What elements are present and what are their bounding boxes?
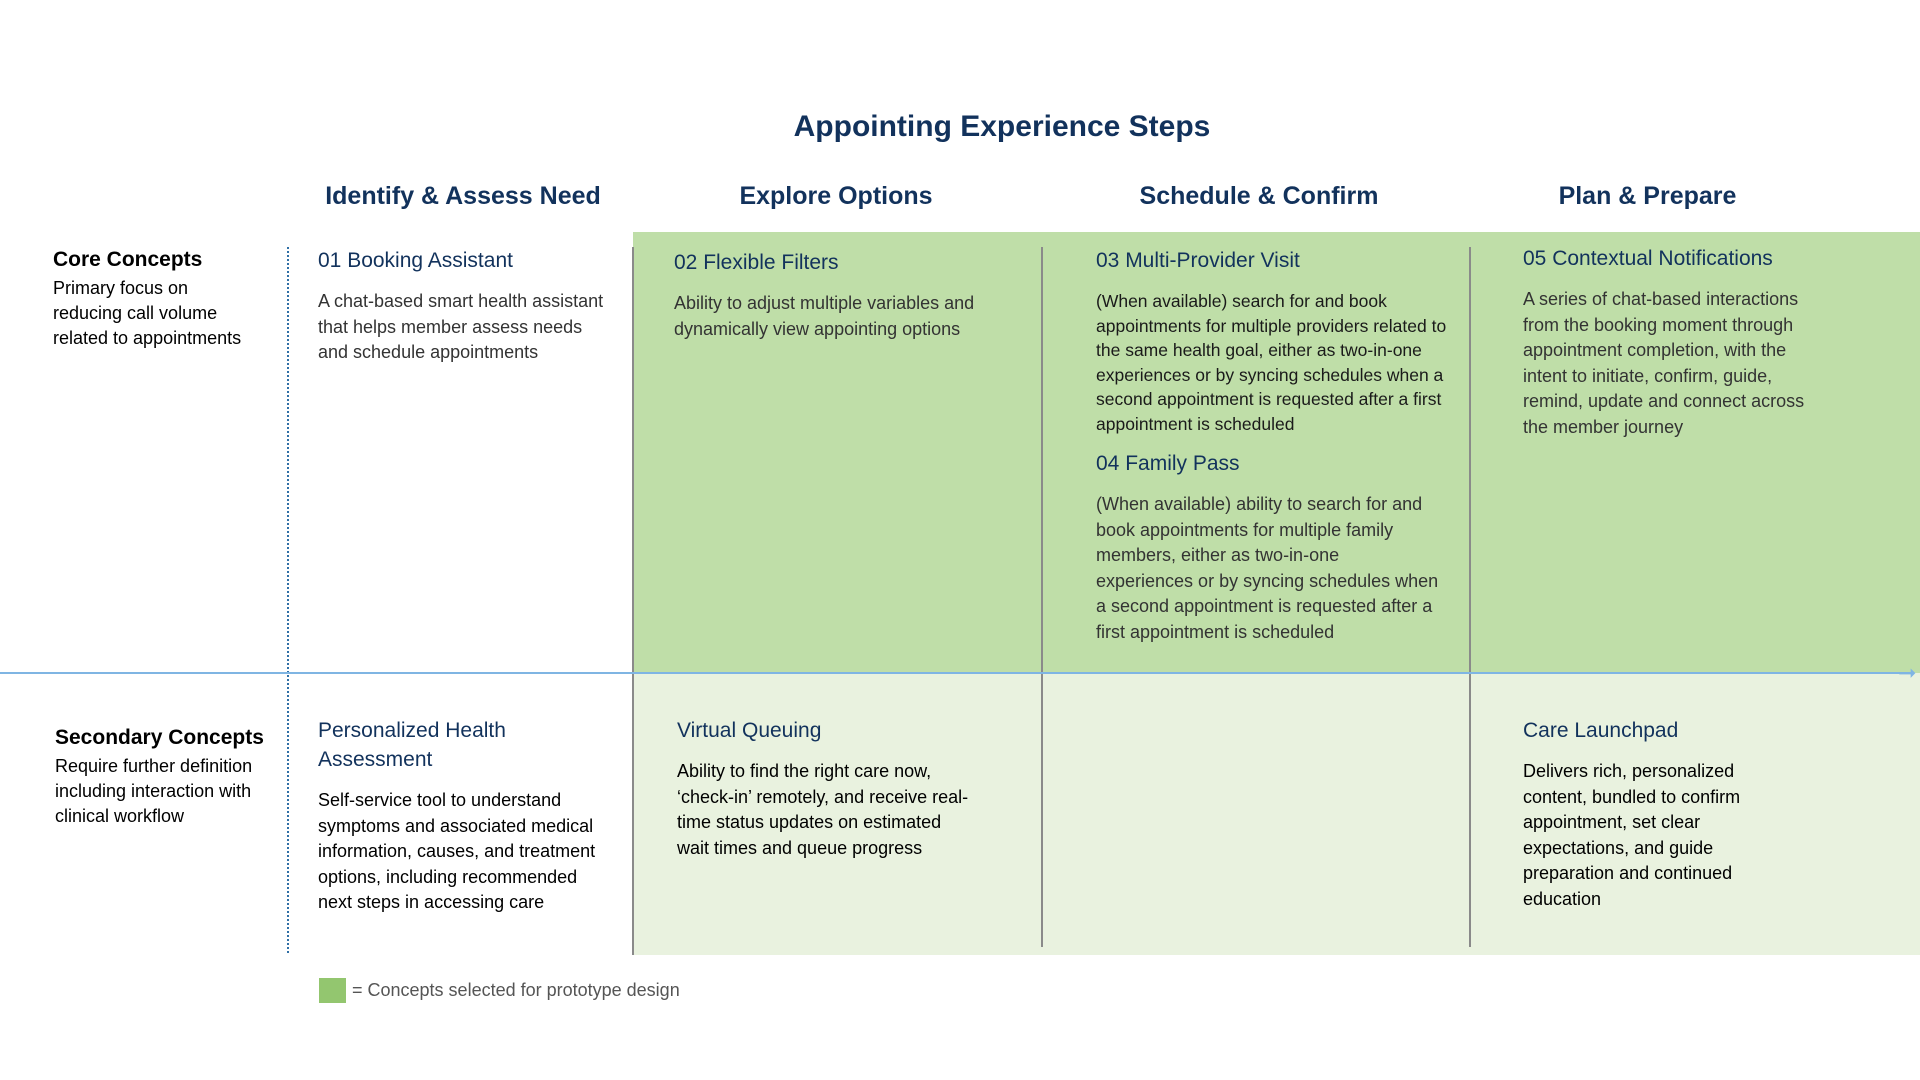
row-label-core: Core Concepts Primary focus on reducing … [53, 248, 253, 351]
row-label-core-desc: Primary focus on reducing call volume re… [53, 278, 242, 348]
legend-text: = Concepts selected for prototype design [352, 980, 680, 1000]
left-dotted-divider [287, 247, 289, 953]
concept-card-contextual-notifications: 05 Contextual Notifications A series of … [1523, 244, 1813, 440]
concept-card-personalized-health-assessment: Personalized Health Assessment Self-serv… [318, 716, 608, 916]
row-label-secondary: Secondary Concepts Require further defin… [55, 726, 270, 829]
page-title: Appointing Experience Steps [793, 110, 1211, 143]
divider-plan [1469, 247, 1471, 947]
arrow-right-icon: ➞ [1898, 660, 1917, 685]
concept-description: (When available) search for and book app… [1096, 291, 1447, 434]
column-header-schedule: Schedule & Confirm [1139, 182, 1379, 210]
concept-title: 05 Contextual Notifications [1523, 247, 1773, 270]
column-header-explore: Explore Options [739, 182, 933, 210]
concept-description: Delivers rich, personalized content, bun… [1523, 761, 1741, 909]
concept-card-booking-assistant: 01 Booking Assistant A chat-based smart … [318, 246, 608, 366]
concept-title: 04 Family Pass [1096, 452, 1240, 475]
secondary-selected-band [633, 673, 1920, 955]
concept-title: Care Launchpad [1523, 719, 1679, 742]
concept-card-multi-provider-visit: 03 Multi-Provider Visit (When available)… [1096, 246, 1458, 436]
concept-description: Ability to adjust multiple variables and… [674, 293, 975, 339]
concept-card-flexible-filters: 02 Flexible Filters Ability to adjust mu… [674, 248, 984, 342]
row-label-secondary-desc: Require further definition including int… [55, 756, 253, 826]
divider-explore [632, 247, 634, 955]
concept-title: 01 Booking Assistant [318, 249, 513, 272]
row-label-core-title: Core Concepts [53, 248, 203, 271]
concept-title: 03 Multi-Provider Visit [1096, 249, 1300, 272]
concept-card-family-pass: 04 Family Pass (When available) ability … [1096, 449, 1441, 645]
concept-title: Personalized Health Assessment [318, 719, 506, 771]
column-header-identify: Identify & Assess Need [325, 182, 601, 210]
concept-title: 02 Flexible Filters [674, 251, 839, 274]
divider-schedule [1041, 247, 1043, 947]
core-selected-band [633, 232, 1920, 673]
concept-card-virtual-queuing: Virtual Queuing Ability to find the righ… [677, 716, 977, 861]
concept-card-care-launchpad: Care Launchpad Delivers rich, personaliz… [1523, 716, 1793, 912]
concept-description: A chat-based smart health assistant that… [318, 291, 604, 362]
concept-description: Self-service tool to understand symptoms… [318, 790, 596, 912]
concept-description: (When available) ability to search for a… [1096, 494, 1439, 642]
concept-title: Virtual Queuing [677, 719, 822, 742]
concept-description: Ability to find the right care now, ‘che… [677, 761, 969, 858]
concept-description: A series of chat-based interactions from… [1523, 289, 1805, 437]
column-header-plan: Plan & Prepare [1558, 182, 1737, 210]
row-label-secondary-title: Secondary Concepts [55, 726, 264, 749]
legend-swatch [319, 978, 346, 1003]
timeline-axis [0, 672, 1904, 674]
